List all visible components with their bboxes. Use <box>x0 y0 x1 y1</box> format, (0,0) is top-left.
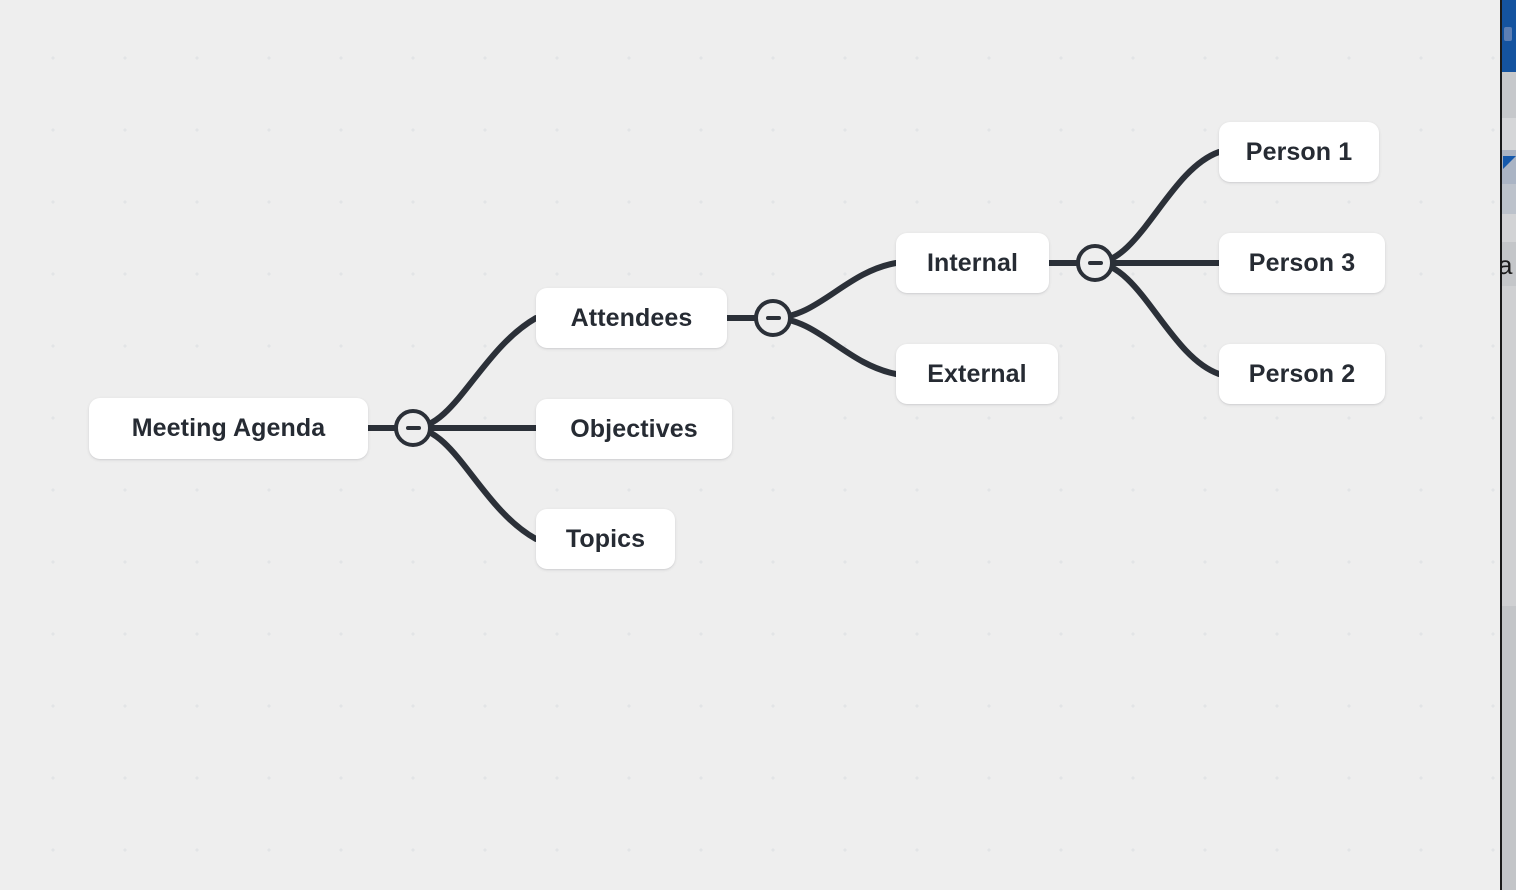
node-label: Objectives <box>570 414 698 443</box>
edge-internal-person2 <box>1092 260 1222 377</box>
adjacent-window-sliver[interactable]: a <box>1500 0 1516 890</box>
collapse-toggle-attendees[interactable] <box>754 299 792 337</box>
node-label: Person 2 <box>1248 359 1356 388</box>
panel-row <box>1502 606 1516 890</box>
edge-root-topics <box>410 425 539 542</box>
node-objectives[interactable]: Objectives <box>536 399 732 459</box>
collapse-toggle-internal[interactable] <box>1076 244 1114 282</box>
node-internal[interactable]: Internal <box>896 233 1049 293</box>
node-meeting-agenda[interactable]: Meeting Agenda <box>89 398 368 459</box>
node-label: Person 1 <box>1245 137 1353 166</box>
edge-internal-person1 <box>1092 149 1222 266</box>
clipped-text: a <box>1502 250 1512 281</box>
titlebar-control-nub <box>1504 27 1512 41</box>
panel-row <box>1502 184 1516 214</box>
node-label: External <box>927 359 1027 388</box>
edge-attendees-external <box>770 315 899 377</box>
edge-attendees-internal <box>770 260 899 321</box>
cursor-arrow-icon <box>1503 156 1516 169</box>
minus-icon <box>1087 261 1103 265</box>
minus-icon <box>765 316 781 320</box>
node-topics[interactable]: Topics <box>536 509 675 569</box>
panel-row <box>1502 286 1516 606</box>
node-attendees[interactable]: Attendees <box>536 288 727 348</box>
node-label: Attendees <box>570 303 693 332</box>
panel-row <box>1502 118 1516 150</box>
collapse-toggle-meeting-agenda[interactable] <box>394 409 432 447</box>
window-titlebar-sliver <box>1502 0 1516 72</box>
node-person-1[interactable]: Person 1 <box>1219 122 1379 182</box>
node-label: Internal <box>926 248 1019 277</box>
node-person-2[interactable]: Person 2 <box>1219 344 1385 404</box>
node-person-3[interactable]: Person 3 <box>1219 233 1385 293</box>
minus-icon <box>405 426 421 430</box>
edge-root-attendees <box>410 315 539 431</box>
panel-row <box>1502 74 1516 118</box>
node-external[interactable]: External <box>896 344 1058 404</box>
node-label: Meeting Agenda <box>131 414 326 442</box>
panel-row <box>1502 242 1516 286</box>
node-label: Person 3 <box>1248 248 1356 277</box>
node-label: Topics <box>565 524 646 553</box>
panel-row <box>1502 214 1516 242</box>
